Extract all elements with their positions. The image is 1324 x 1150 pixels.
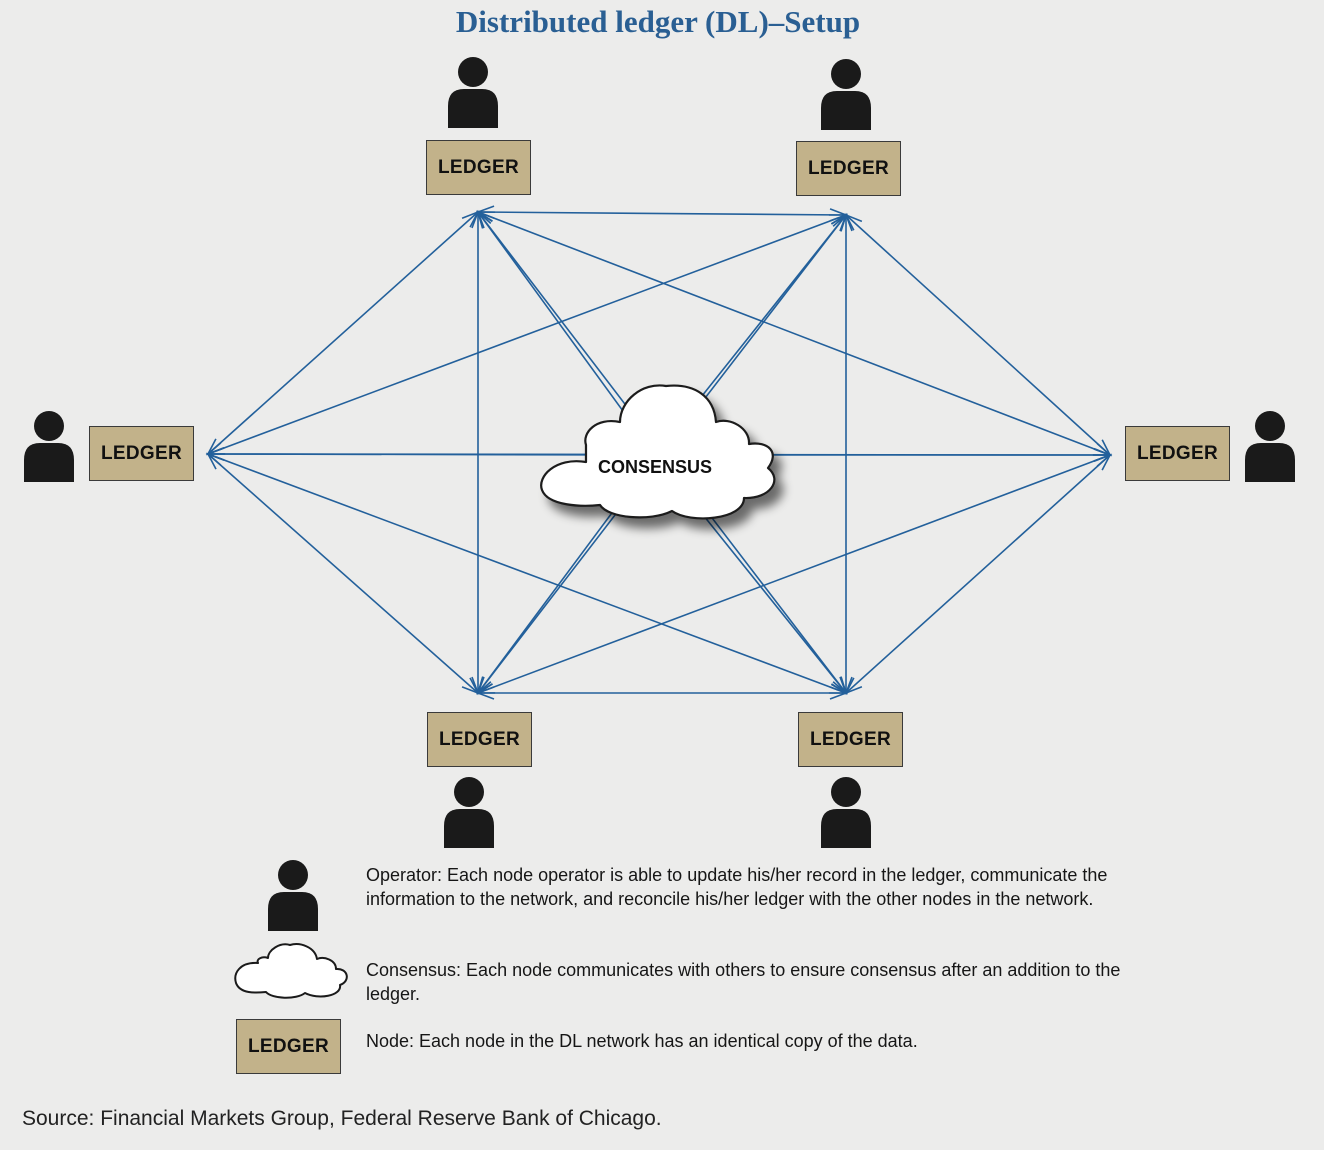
network-link [845, 454, 1111, 694]
network-link [207, 453, 479, 694]
legend-person-icon [268, 860, 318, 931]
network-link [477, 454, 1111, 694]
network-link [207, 453, 847, 694]
ledger-node-bottom-left: LEDGER [427, 712, 532, 767]
arrowhead [830, 676, 848, 695]
arrowhead [476, 210, 493, 229]
legend-consensus-text: Consensus: Each node communicates with o… [366, 960, 1121, 1004]
person-icon [24, 411, 74, 482]
person-icon [448, 57, 498, 128]
consensus-label: CONSENSUS [598, 457, 712, 477]
network-link [477, 211, 1111, 456]
arrowheads [205, 205, 1113, 700]
diagram-title: Distributed ledger (DL)–Setup [455, 4, 861, 39]
arrowhead [1093, 448, 1113, 462]
ledger-node-top-left: LEDGER [426, 140, 531, 195]
source-note: Source: Financial Markets Group, Federal… [22, 1107, 662, 1130]
legend-node-text: Node: Each node in the DL network has an… [366, 1031, 918, 1051]
ledger-node-bottom-right: LEDGER [798, 712, 903, 767]
person-icon [444, 777, 494, 848]
legend-ledger-icon: LEDGER [236, 1019, 341, 1074]
person-icon [821, 777, 871, 848]
consensus-cloud [540, 384, 776, 520]
network-link [207, 211, 479, 455]
person-icon [1245, 411, 1295, 482]
ledger-node-right: LEDGER [1125, 426, 1230, 481]
network-link [477, 211, 847, 216]
legend-operator-text: Operator: Each node operator is able to … [366, 865, 1108, 909]
arrowhead [205, 447, 225, 461]
ledger-node-top-right: LEDGER [796, 141, 901, 196]
person-icon [821, 59, 871, 130]
arrowhead [476, 676, 493, 695]
arrowhead [830, 213, 848, 232]
network-link [845, 214, 1111, 456]
network-link [207, 214, 847, 455]
ledger-node-left: LEDGER [89, 426, 194, 481]
legend-cloud-icon [234, 943, 348, 999]
consensus-link [207, 453, 656, 456]
